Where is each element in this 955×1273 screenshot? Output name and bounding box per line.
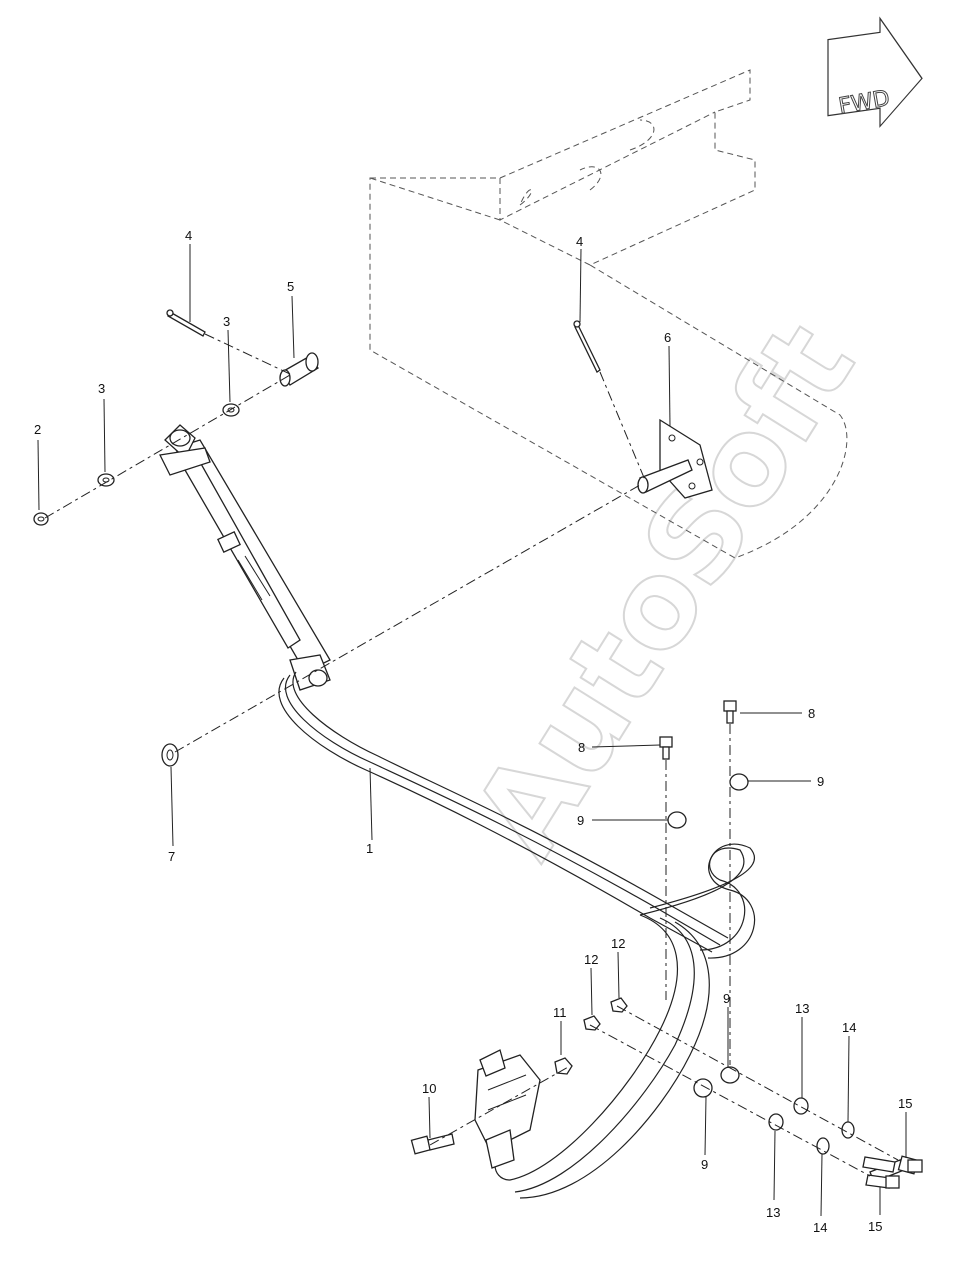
callout-5: 5: [287, 279, 294, 294]
fwd-arrow-icon: FWD: [827, 16, 923, 128]
callout-7: 7: [168, 849, 175, 864]
clevis-pin: [279, 352, 319, 387]
callout-labels: 1 2 3 3 4 4 5 6 7 8 8 9 9 9 9 10 11 12 1…: [34, 228, 912, 1235]
bolts-part-15: [862, 1155, 923, 1189]
bolt-part-10: [410, 1133, 455, 1155]
nuts: [554, 997, 628, 1075]
callout-13a: 13: [795, 1001, 809, 1016]
vehicle-frame-outline: [369, 69, 848, 559]
cotter-pin-left: [166, 309, 206, 337]
callout-4a: 4: [185, 228, 192, 243]
assembly-axis-lines: [44, 333, 899, 1177]
watermark-text: AutoSoft: [448, 301, 882, 881]
hydraulic-hoses: [278, 671, 756, 1199]
callout-9a: 9: [577, 813, 584, 828]
callout-11: 11: [553, 1005, 567, 1020]
callout-9b: 9: [817, 774, 824, 789]
bolts-part-8: [659, 700, 737, 760]
mounting-bracket: [637, 418, 713, 499]
callout-3b: 3: [223, 314, 230, 329]
callout-9d: 9: [701, 1157, 708, 1172]
callout-13b: 13: [766, 1205, 780, 1220]
valve-block: [474, 1049, 541, 1169]
callout-8a: 8: [578, 740, 585, 755]
cotter-pin-right: [573, 320, 601, 373]
callout-10: 10: [422, 1081, 436, 1096]
callout-8b: 8: [808, 706, 815, 721]
callout-15a: 15: [898, 1096, 912, 1111]
callout-3a: 3: [98, 381, 105, 396]
callout-12b: 12: [611, 936, 625, 951]
callout-leaders: [37, 244, 907, 1217]
callout-14b: 14: [813, 1220, 827, 1235]
callout-1: 1: [366, 841, 373, 856]
callout-9c: 9: [723, 991, 730, 1006]
callout-4b: 4: [576, 234, 583, 249]
callout-15b: 15: [868, 1219, 882, 1234]
callout-6: 6: [664, 330, 671, 345]
callout-14a: 14: [842, 1020, 856, 1035]
washers-13-14: [768, 1097, 855, 1155]
washers: [33, 403, 240, 767]
callout-2: 2: [34, 422, 41, 437]
hose-clips: [667, 773, 749, 1098]
hydraulic-cylinder: [159, 424, 331, 691]
callout-12a: 12: [584, 952, 598, 967]
